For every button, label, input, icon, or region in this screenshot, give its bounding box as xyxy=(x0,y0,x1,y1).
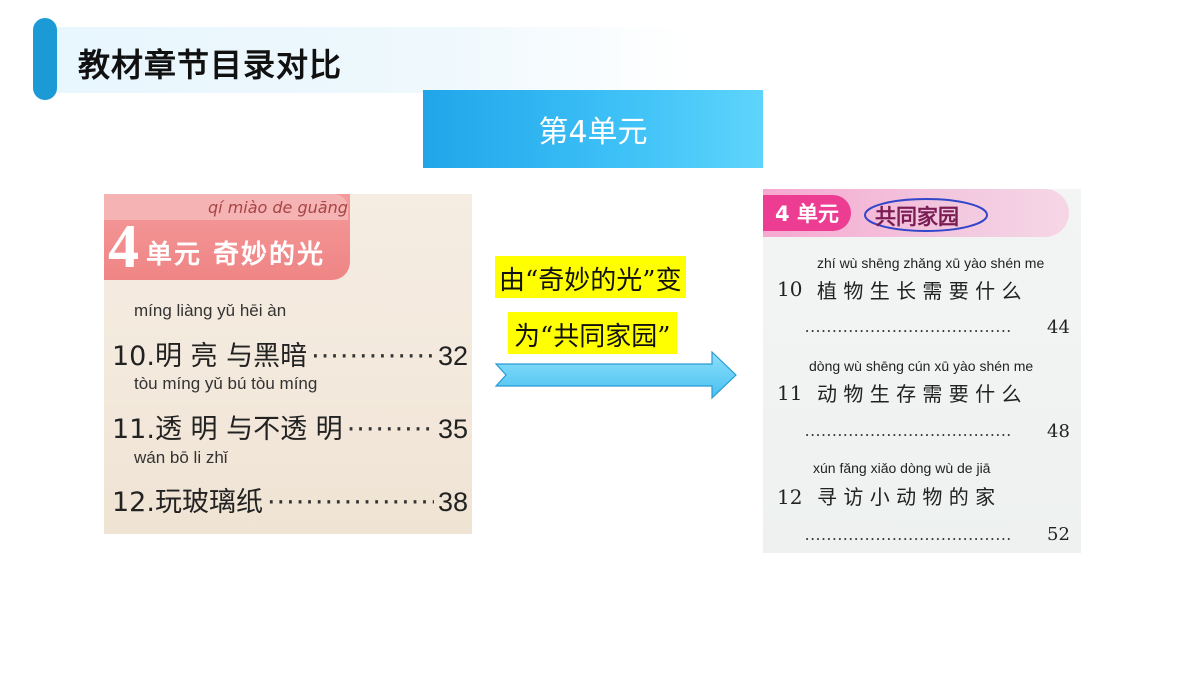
new-lesson-title: 寻 访 小 动 物 的 家 xyxy=(817,485,996,509)
leader-dots: ...................................... xyxy=(805,421,1013,440)
old-lesson-page: 32 xyxy=(437,341,468,371)
title-band xyxy=(46,27,686,93)
new-unit-label: 4 单元 xyxy=(763,195,851,231)
leader-dots: ...................................... xyxy=(805,525,1013,544)
leader-dots: ······································ xyxy=(346,414,434,445)
old-lesson-entry: 12.玩玻璃纸 ································… xyxy=(112,480,468,519)
new-lesson-title: 植 物 生 长 需 要 什 么 xyxy=(817,279,1022,303)
new-textbook-contents-image: 4 单元 共同家园 zhí wù shēng zhǎng xū yào shén… xyxy=(763,189,1081,553)
title-accent-bar xyxy=(33,18,57,100)
new-lesson-page: 48 xyxy=(1047,421,1070,442)
new-lesson-title: 动 物 生 存 需 要 什 么 xyxy=(817,382,1022,406)
old-lesson-page: 35 xyxy=(437,414,468,444)
right-arrow-icon xyxy=(494,350,737,400)
unit-banner: 第4单元 xyxy=(423,90,763,168)
old-textbook-contents-image: qí miào de guāng 4 单元 奇妙的光 míng liàng yǔ… xyxy=(104,194,472,534)
old-lesson-title: 11.透 明 与不透 明 xyxy=(112,414,343,445)
slide-title: 教材章节目录对比 xyxy=(78,46,343,84)
old-unit-title: 单元 奇妙的光 xyxy=(146,240,326,270)
old-unit-pinyin: qí miào de guāng xyxy=(208,198,348,217)
change-note-line2: 为“共同家园” xyxy=(508,312,677,354)
old-lesson-title: 12.玩玻璃纸 xyxy=(112,487,263,518)
new-lesson-pinyin: dòng wù shēng cún xū yào shén me xyxy=(809,358,1034,374)
new-lesson-pinyin: zhí wù shēng zhǎng xū yào shén me xyxy=(817,255,1045,271)
leader-dots: ...................................... xyxy=(805,317,1013,336)
new-lesson-number: 11 xyxy=(777,381,803,405)
old-lesson-pinyin: wán bō li zhǐ xyxy=(134,448,228,467)
circled-annotation-icon xyxy=(864,198,988,232)
old-lesson-pinyin: tòu míng yǔ bú tòu míng xyxy=(134,374,318,393)
old-lesson-page: 38 xyxy=(437,487,468,517)
new-lesson-page: 52 xyxy=(1047,524,1070,545)
new-lesson-page: 44 xyxy=(1047,317,1070,338)
old-unit-number: 4 xyxy=(108,213,139,281)
change-note-line1: 由“奇妙的光”变 xyxy=(495,256,686,298)
new-lesson-number: 12 xyxy=(777,485,803,509)
leader-dots: ······································ xyxy=(266,487,434,518)
old-unit-header-tab xyxy=(104,194,348,220)
new-unit-title: 共同家园 xyxy=(875,205,959,229)
old-lesson-entry: 10.明 亮 与黑暗 ·····························… xyxy=(112,334,468,373)
old-lesson-title: 10.明 亮 与黑暗 xyxy=(112,341,308,372)
leader-dots: ······································ xyxy=(311,341,434,372)
old-lesson-pinyin: míng liàng yǔ hēi àn xyxy=(134,301,287,320)
old-unit-header xyxy=(104,194,350,280)
unit-banner-label: 第4单元 xyxy=(538,115,648,150)
old-lesson-entry: 11.透 明 与不透 明 ···························… xyxy=(112,407,468,446)
new-lesson-pinyin: xún fǎng xiǎo dòng wù de jiā xyxy=(813,460,991,476)
new-lesson-number: 10 xyxy=(777,277,803,301)
